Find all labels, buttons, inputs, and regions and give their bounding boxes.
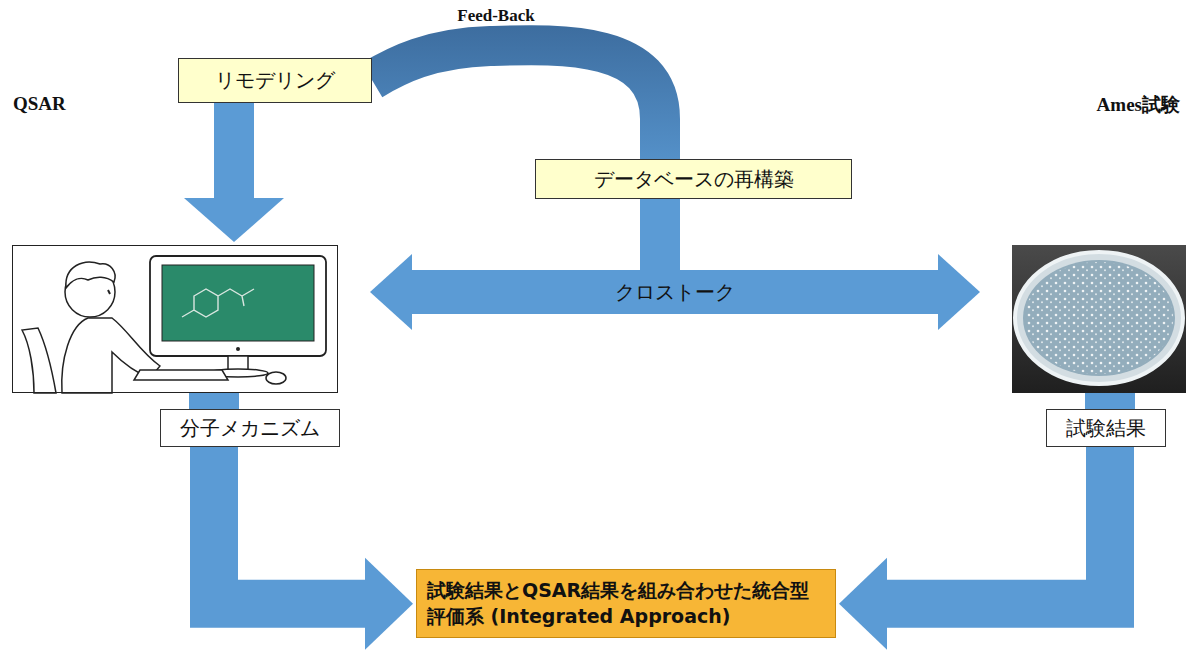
block-arrow bbox=[214, 447, 413, 650]
arrow-head bbox=[839, 558, 887, 650]
ames-photo-frame: Ames試験 bbox=[1012, 245, 1186, 393]
box-label: 分子メカニズム bbox=[180, 415, 320, 442]
block-arrow bbox=[214, 393, 215, 409]
arrow-shaft bbox=[214, 103, 254, 199]
photo-background bbox=[1012, 245, 1186, 393]
edge-label: クロストーク bbox=[615, 279, 735, 306]
block-arrow bbox=[372, 45, 660, 159]
arrow-shaft bbox=[1085, 393, 1135, 409]
box-label: リモデリング bbox=[215, 67, 335, 94]
arrow-head bbox=[938, 254, 980, 330]
bacterial-colonies bbox=[1025, 262, 1173, 374]
monitor-stand bbox=[228, 356, 248, 370]
person-body bbox=[62, 318, 160, 393]
block-arrow bbox=[839, 447, 1110, 650]
block-arrow bbox=[184, 103, 284, 242]
person-eye bbox=[108, 290, 110, 294]
box-label: データベースの再構築 bbox=[594, 166, 794, 193]
chair-back bbox=[22, 328, 56, 393]
mechanism-box: 分子メカニズム bbox=[160, 409, 340, 447]
petri-dish-agar bbox=[1023, 260, 1175, 376]
arrow-shaft bbox=[886, 447, 1110, 604]
edge-label: Feed-Back bbox=[457, 6, 534, 26]
result-box: 試験結果 bbox=[1046, 409, 1166, 447]
keyboard bbox=[134, 370, 228, 380]
arrow-head bbox=[370, 254, 412, 330]
person-hair bbox=[66, 262, 115, 288]
power-button bbox=[236, 347, 240, 351]
box-label: 試験結果とQSAR結果を組み合わせた統合型 評価系 (Integrated Ap… bbox=[427, 578, 825, 629]
mouse bbox=[266, 372, 286, 384]
database-box: データベースの再構築 bbox=[535, 159, 852, 199]
arrow-head bbox=[184, 198, 284, 242]
petri-dish-rim bbox=[1015, 252, 1183, 384]
panel-heading: Ames試験 bbox=[1097, 92, 1180, 118]
box-label: 試験結果 bbox=[1066, 415, 1146, 442]
arrow-head bbox=[365, 558, 413, 650]
block-arrow bbox=[1110, 393, 1111, 409]
arrow-shaft bbox=[189, 393, 239, 409]
panel-heading: QSAR bbox=[13, 93, 66, 115]
molecule-structure bbox=[182, 289, 254, 317]
monitor-screen bbox=[162, 265, 314, 341]
arrow-shaft bbox=[372, 45, 660, 159]
qsar-illustration-frame: QSAR bbox=[12, 245, 338, 393]
arrow-shaft bbox=[214, 447, 366, 604]
monitor bbox=[150, 256, 326, 356]
arrow-shaft bbox=[411, 270, 939, 314]
integrated-approach-box: 試験結果とQSAR結果を組み合わせた統合型 評価系 (Integrated Ap… bbox=[416, 569, 836, 638]
remodeling-box: リモデリング bbox=[178, 58, 372, 103]
crosstalk-stem bbox=[640, 199, 680, 271]
